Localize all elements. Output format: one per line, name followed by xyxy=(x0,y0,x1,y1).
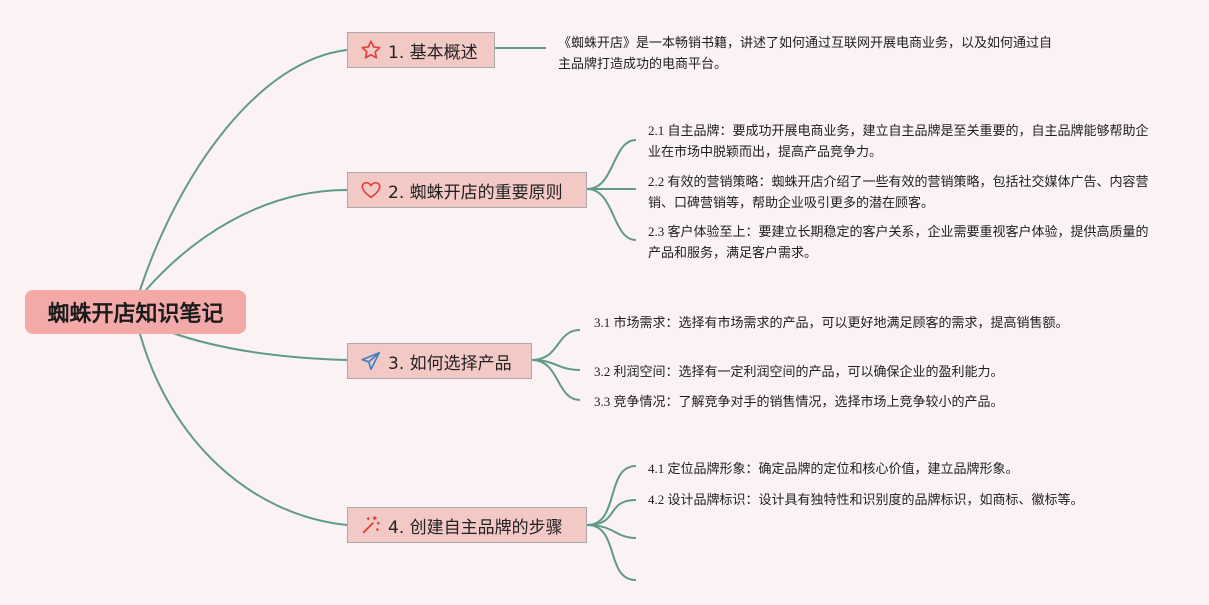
branch-1-leaf-1: 《蜘蛛开店》是一本畅销书籍，讲述了如何通过互联网开展电商业务，以及如何通过自主品… xyxy=(558,35,1053,71)
branch-4[interactable]: 4. 创建自主品牌的步骤 xyxy=(347,507,587,543)
branch-4-leaf-2: 4.2 设计品牌标识：设计具有独特性和识别度的品牌标识，如商标、徽标等。 xyxy=(648,492,1084,507)
branch-3-leaf-3: 3.3 竞争情况：了解竞争对手的销售情况，选择市场上竞争较小的产品。 xyxy=(594,394,1004,409)
branch-2-leaf-3: 2.3 客户体验至上：要建立长期稳定的客户关系，企业需要重视客户体验，提供高质量… xyxy=(648,224,1149,260)
star-icon xyxy=(360,39,382,61)
connector-branch-4-leaf-2 xyxy=(586,499,637,526)
connector-branch-4-leaf-1 xyxy=(586,465,637,526)
connector-branch-2-leaf-3 xyxy=(586,188,637,241)
branch-3-leaf-1: 3.1 市场需求：选择有市场需求的产品，可以更好地满足顾客的需求，提高销售额。 xyxy=(594,315,1069,330)
connector-root-branch-3 xyxy=(169,331,348,361)
connector-root-branch-2 xyxy=(145,189,348,291)
connector-branch-3-leaf-1 xyxy=(531,329,581,361)
connector-branch-2-leaf-1 xyxy=(586,139,637,190)
branch-2-leaf-2: 2.2 有效的营销策略：蜘蛛开店介绍了一些有效的营销策略，包括社交媒体广告、内容… xyxy=(648,174,1149,210)
connector-root-branch-4 xyxy=(139,333,348,526)
connector-branch-4-leaf-4 xyxy=(586,524,637,581)
magic-wand-icon xyxy=(360,514,382,536)
paper-plane-icon xyxy=(360,350,382,372)
connector-root-branch-1 xyxy=(139,49,348,291)
connector-branch-3-leaf-3 xyxy=(531,359,581,401)
root-title: 蜘蛛开店知识笔记 xyxy=(47,302,224,327)
branch-1-label: 1. 基本概述 xyxy=(388,42,478,63)
branch-4-leaf-1: 4.1 定位品牌形象：确定品牌的定位和核心价值，建立品牌形象。 xyxy=(648,461,1019,476)
branch-3-leaf-2: 3.2 利润空间：选择有一定利润空间的产品，可以确保企业的盈利能力。 xyxy=(594,364,1004,379)
branch-1[interactable]: 1. 基本概述 xyxy=(347,32,495,68)
branch-2-leaf-1: 2.1 自主品牌：要成功开展电商业务，建立自主品牌是至关重要的，自主品牌能够帮助… xyxy=(648,123,1149,159)
heart-icon xyxy=(360,179,382,201)
branch-3-label: 3. 如何选择产品 xyxy=(388,353,512,374)
branch-2[interactable]: 2. 蜘蛛开店的重要原则 xyxy=(347,172,587,208)
branch-2-label: 2. 蜘蛛开店的重要原则 xyxy=(388,182,563,203)
branch-3[interactable]: 3. 如何选择产品 xyxy=(347,343,532,379)
branch-4-label: 4. 创建自主品牌的步骤 xyxy=(388,517,563,538)
root-node[interactable]: 蜘蛛开店知识笔记 xyxy=(25,290,246,334)
